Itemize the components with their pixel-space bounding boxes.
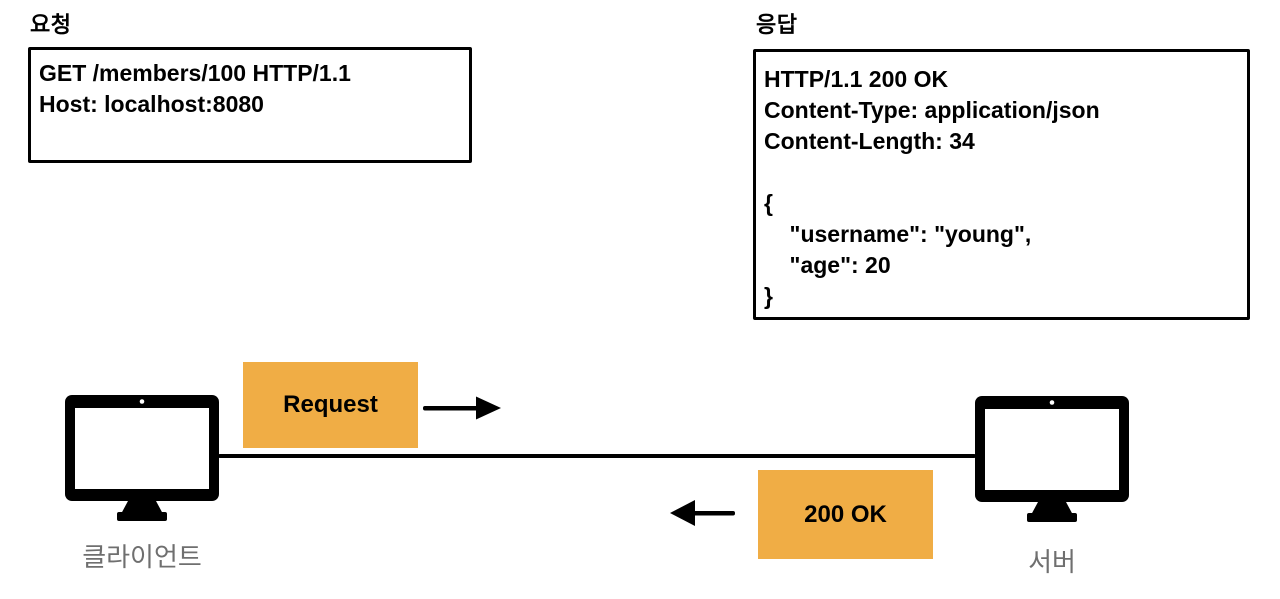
response-line-2: Content-Type: application/json: [764, 97, 1100, 123]
response-body-username: "username": "young",: [764, 221, 1032, 247]
response-line-1: HTTP/1.1 200 OK: [764, 66, 949, 92]
request-line-1: GET /members/100 HTTP/1.1: [39, 60, 351, 86]
network-connection-line: [218, 454, 976, 458]
response-body-close-brace: }: [764, 283, 773, 309]
response-body-age: "age": 20: [764, 252, 891, 278]
request-flow-label-text: Request: [283, 391, 378, 418]
server-desktop-monitor-icon: [975, 396, 1129, 522]
client-node-label: 클라이언트: [82, 542, 202, 572]
response-flow-label-text: 200 OK: [804, 500, 887, 528]
response-section-title: 응답: [756, 12, 798, 37]
request-section-title: 요청: [30, 12, 72, 37]
response-message-box: HTTP/1.1 200 OK Content-Type: applicatio…: [753, 49, 1250, 320]
response-line-3: Content-Length: 34: [764, 128, 975, 154]
response-flow-label: 200 OK: [758, 470, 933, 559]
server-node-label: 서버: [1028, 547, 1076, 577]
response-line-blank: [764, 157, 1237, 188]
request-flow-label: Request: [243, 362, 418, 448]
request-message-box: GET /members/100 HTTP/1.1 Host: localhos…: [28, 47, 472, 163]
arrow-left-icon: [670, 500, 735, 526]
response-body-open-brace: {: [764, 190, 773, 216]
client-desktop-monitor-icon: [65, 395, 219, 521]
request-line-2: Host: localhost:8080: [39, 91, 264, 117]
arrow-right-icon: [423, 396, 501, 420]
